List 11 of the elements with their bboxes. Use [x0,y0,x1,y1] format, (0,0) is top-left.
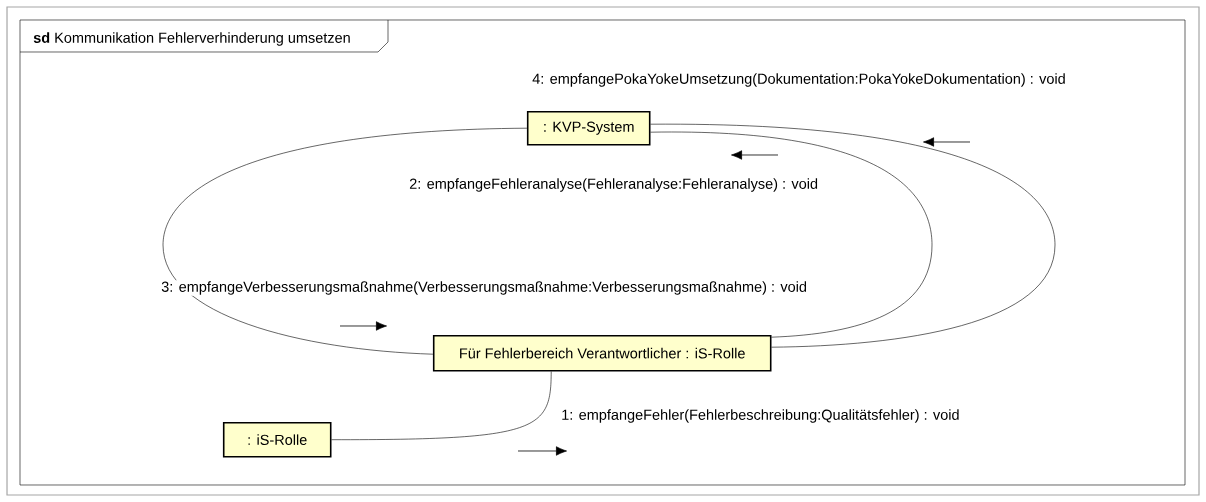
object-box: : iS-Rolle [222,421,332,458]
link-line [650,131,933,338]
edge-label: 4: empfangePokaYokeUmsetzung(Dokumentation:PokaYokeDokumentation) : void [531,72,1067,88]
link-line [650,123,1056,348]
object-box: : KVP-System [526,110,651,146]
object-box: Für Fehlerbereich Verantwortlicher : iS-Rolle [432,334,772,372]
edge-label: 1: empfangeFehler(Fehlerbeschreibung:Qualitätsfehler) : void [560,408,961,424]
link-line [162,127,528,355]
edge-label: 2: empfangeFehleranalyse(Fehleranalyse:Fehleranalyse) : void [408,177,820,193]
link-line [331,371,552,440]
edge-label: 3: empfangeVerbesserungsmaßnahme(Verbesserungsmaßnahme:Verbesserungsmaßnahme) : void [160,280,809,296]
